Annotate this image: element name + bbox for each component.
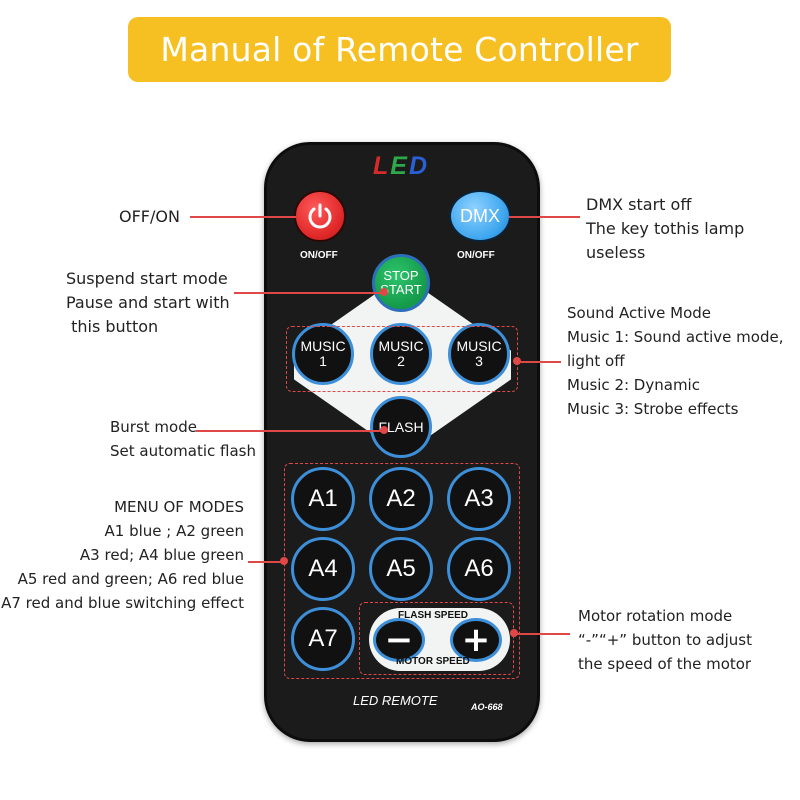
speed-group-outline bbox=[359, 602, 514, 675]
leader-burst bbox=[196, 430, 382, 432]
music-1-button[interactable]: MUSIC 1 bbox=[292, 323, 354, 385]
annotation-dmx: DMX start off The key tothis lamp useles… bbox=[586, 195, 745, 262]
mode-group-outline bbox=[284, 463, 520, 679]
dot-menu bbox=[280, 557, 288, 565]
title-banner: Manual of Remote Controller bbox=[128, 17, 671, 82]
dot-motor bbox=[510, 629, 518, 637]
power-label: ON/OFF bbox=[300, 250, 338, 261]
stop-start-button[interactable]: STOP START bbox=[372, 254, 430, 312]
annotation-sound: Sound Active Mode Music 1: Sound active … bbox=[567, 304, 784, 418]
annotation-burst: Burst mode Set automatic flash bbox=[110, 418, 256, 460]
remote-brand: LED REMOTE bbox=[353, 693, 438, 708]
annotation-menu: MENU OF MODES A1 blue ; A2 green A3 red;… bbox=[1, 498, 244, 612]
leader-sound bbox=[517, 361, 561, 363]
annotation-off-on: OFF/ON bbox=[119, 207, 180, 226]
mode-a2-button[interactable]: A2 bbox=[369, 467, 433, 531]
dot-burst bbox=[380, 426, 388, 434]
flash-speed-label: FLASH SPEED bbox=[398, 610, 469, 621]
dot-suspend bbox=[380, 288, 388, 296]
mode-a1-button[interactable]: A1 bbox=[291, 467, 355, 531]
minus-icon: − bbox=[384, 620, 414, 660]
dmx-button[interactable]: DMX bbox=[449, 190, 511, 242]
leader-suspend bbox=[234, 292, 382, 294]
annotation-suspend: Suspend start mode Pause and start with … bbox=[66, 269, 230, 336]
plus-button[interactable]: + bbox=[450, 618, 502, 662]
mode-a4-button[interactable]: A4 bbox=[291, 537, 355, 601]
dmx-button-label: DMX bbox=[460, 205, 500, 226]
remote-model: AO-668 bbox=[471, 702, 503, 712]
page-title: Manual of Remote Controller bbox=[160, 30, 639, 69]
motor-speed-label: MOTOR SPEED bbox=[396, 656, 470, 667]
power-icon bbox=[308, 203, 332, 229]
mode-a7-button[interactable]: A7 bbox=[291, 607, 355, 671]
music-3-button[interactable]: MUSIC 3 bbox=[448, 323, 510, 385]
dmx-label: ON/OFF bbox=[457, 250, 495, 261]
flash-button[interactable]: FLASH bbox=[370, 396, 432, 458]
power-button[interactable] bbox=[294, 190, 346, 242]
leader-menu bbox=[248, 561, 282, 563]
music-2-button[interactable]: MUSIC 2 bbox=[370, 323, 432, 385]
leader-motor bbox=[514, 633, 570, 635]
mode-a5-button[interactable]: A5 bbox=[369, 537, 433, 601]
mode-a3-button[interactable]: A3 bbox=[447, 467, 511, 531]
minus-button[interactable]: − bbox=[373, 618, 425, 662]
led-logo: LED bbox=[373, 152, 430, 180]
plus-icon: + bbox=[461, 620, 491, 660]
leader-off-on bbox=[190, 216, 296, 218]
dot-sound bbox=[513, 357, 521, 365]
music-group-outline bbox=[286, 326, 518, 392]
leader-dmx bbox=[509, 216, 580, 218]
annotation-motor: Motor rotation mode “-”“+” button to adj… bbox=[578, 607, 752, 673]
mode-a6-button[interactable]: A6 bbox=[447, 537, 511, 601]
